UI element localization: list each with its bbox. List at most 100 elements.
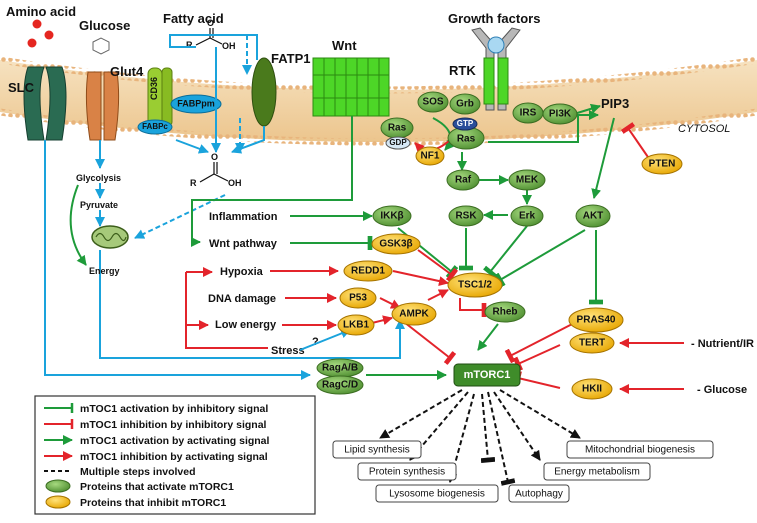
node-pten: PTEN <box>641 153 683 175</box>
mtorc1-to-energy-metab <box>493 391 541 461</box>
svg-text:NF1: NF1 <box>421 151 440 162</box>
svg-text:Proteins that inhibit mTORC1: Proteins that inhibit mTORC1 <box>80 497 226 509</box>
glycolysis-energy-arrow <box>69 184 87 266</box>
svg-text:HKII: HKII <box>582 384 602 395</box>
svg-text:RagC/D: RagC/D <box>322 380 358 391</box>
node-ampk: AMPK <box>391 302 437 326</box>
svg-text:Autophagy: Autophagy <box>515 489 563 500</box>
svg-text:OH: OH <box>228 178 242 188</box>
wnt-pathway-label: Wnt pathway <box>209 238 278 250</box>
ampk-inhibits-mtorc1-bar <box>403 321 457 365</box>
lkb1-to-ampk-arrow <box>371 315 393 326</box>
glut4-label: Glut4 <box>110 64 144 79</box>
wnt-receptor <box>312 57 390 117</box>
fatty-acid-structure: R O OH <box>186 18 236 51</box>
svg-text:Energy metabolism: Energy metabolism <box>554 467 640 478</box>
svg-text:Erk: Erk <box>519 211 536 222</box>
cd36-arrow <box>175 139 209 154</box>
svg-text:GTP: GTP <box>457 119 474 128</box>
svg-text:Lysosome biogenesis: Lysosome biogenesis <box>389 489 485 500</box>
amino-acid-dots <box>27 19 54 48</box>
fatp1-label: FATP1 <box>271 51 311 66</box>
svg-text:mTORC1: mTORC1 <box>464 369 511 381</box>
svg-text:O: O <box>211 152 218 162</box>
inflammation-label: Inflammation <box>209 211 278 223</box>
output-mitochondrial-biogenesis: Mitochondrial biogenesis <box>566 440 714 459</box>
svg-text:GDP: GDP <box>389 138 407 147</box>
fatty-acid-label: Fatty acid <box>163 11 224 26</box>
glucose-signal-label: - Glucose <box>697 384 747 396</box>
svg-text:Grb: Grb <box>456 99 474 110</box>
mitochondrion-icon <box>91 225 129 249</box>
legend: mTOC1 activation by inhibitory signal mT… <box>34 395 316 515</box>
fabpc-label: FABPc <box>142 122 168 131</box>
svg-text:R: R <box>186 40 193 50</box>
node-gdp: GDP <box>385 136 411 150</box>
legend-item-3: mTOC1 inhibition by activating signal <box>44 451 268 463</box>
svg-text:PI3K: PI3K <box>549 109 572 120</box>
stress-to-lkb1-arrow <box>299 328 351 351</box>
cytosol-label: CYTOSOL <box>678 123 730 135</box>
low-energy-label: Low energy <box>215 319 277 331</box>
amino-acid-to-rag-arrow <box>44 140 311 380</box>
svg-text:OH: OH <box>222 41 236 51</box>
pip3-to-akt-arrow <box>591 117 615 199</box>
node-rsk: RSK <box>448 205 484 227</box>
svg-text:PIP3: PIP3 <box>601 96 629 111</box>
hkii-inhibits-mtorc1-bar <box>514 370 561 389</box>
question-mark: ? <box>312 336 319 348</box>
amino-acid-label: Amino acid <box>6 4 76 19</box>
node-lkb1: LKB1 <box>337 314 375 336</box>
fatp1-arrow <box>231 126 265 154</box>
glucose-label: Glucose <box>79 18 130 33</box>
nutrient-ir-label: - Nutrient/IR <box>691 338 754 350</box>
gsk3b-to-tsc-arrow <box>417 249 459 283</box>
mtorc1-to-lysosome-bar <box>480 393 496 463</box>
acid-to-mito-arrow <box>134 194 226 239</box>
node-ras-gdp: Ras <box>380 117 414 139</box>
fatp1-transporter <box>251 57 277 127</box>
mtorc1-to-mitochondrial <box>499 389 581 439</box>
node-gsk3b: GSK3β <box>371 233 421 255</box>
svg-text:mTOC1 activation by activating: mTOC1 activation by activating signal <box>80 435 270 447</box>
svg-text:IRS: IRS <box>520 108 537 119</box>
tsc-inhibits-rheb-bar <box>459 298 487 317</box>
fabppm-protein <box>170 94 222 114</box>
p53-to-ampk-arrow <box>379 297 401 309</box>
glucose-molecule-icon <box>92 37 110 55</box>
legend-item-5: Proteins that activate mTORC1 <box>45 479 234 493</box>
svg-text:Protein synthesis: Protein synthesis <box>369 467 445 478</box>
fatty-acid-cytosol: R O OH <box>190 152 242 188</box>
svg-text:Raf: Raf <box>455 175 472 186</box>
svg-text:TERT: TERT <box>579 338 605 349</box>
growth-factors-label: Growth factors <box>448 11 540 26</box>
legend-item-4: Multiple steps involved <box>44 466 196 478</box>
node-tert: TERT <box>569 332 615 354</box>
output-lipid-synthesis: Lipid synthesis <box>332 440 422 459</box>
svg-text:Ras: Ras <box>457 134 476 145</box>
node-grb: Grb <box>449 93 481 115</box>
fa-path-top <box>169 34 258 60</box>
svg-text:IKKβ: IKKβ <box>380 211 403 222</box>
node-raf: Raf <box>446 169 480 191</box>
node-p53: P53 <box>339 287 377 309</box>
akt-to-tsc-bar <box>494 229 586 288</box>
rtk-label: RTK <box>449 63 476 78</box>
output-lysosome-biogenesis: Lysosome biogenesis <box>375 484 499 503</box>
node-erk: Erk <box>510 205 544 227</box>
rheb-to-mtorc1-arrow <box>477 323 499 351</box>
svg-text:AMPK: AMPK <box>399 309 429 320</box>
fabppm-label: FABPpm <box>177 98 215 108</box>
erk-to-tsc-bar <box>483 225 528 279</box>
energy-label: Energy <box>89 266 120 276</box>
node-akt: AKT <box>575 204 611 228</box>
mtorc1-to-autophagy <box>487 391 516 486</box>
node-pras40: PRAS40 <box>568 307 624 333</box>
pras40-inhibits-mtorc1-bar <box>504 319 581 364</box>
svg-text:PRAS40: PRAS40 <box>577 315 616 326</box>
node-tsc12: TSC1/2 <box>447 272 503 298</box>
legend-item-0: mTOC1 activation by inhibitory signal <box>44 403 268 415</box>
redd1-to-tsc-arrow <box>392 270 449 286</box>
pyruvate-label: Pyruvate <box>80 200 118 210</box>
